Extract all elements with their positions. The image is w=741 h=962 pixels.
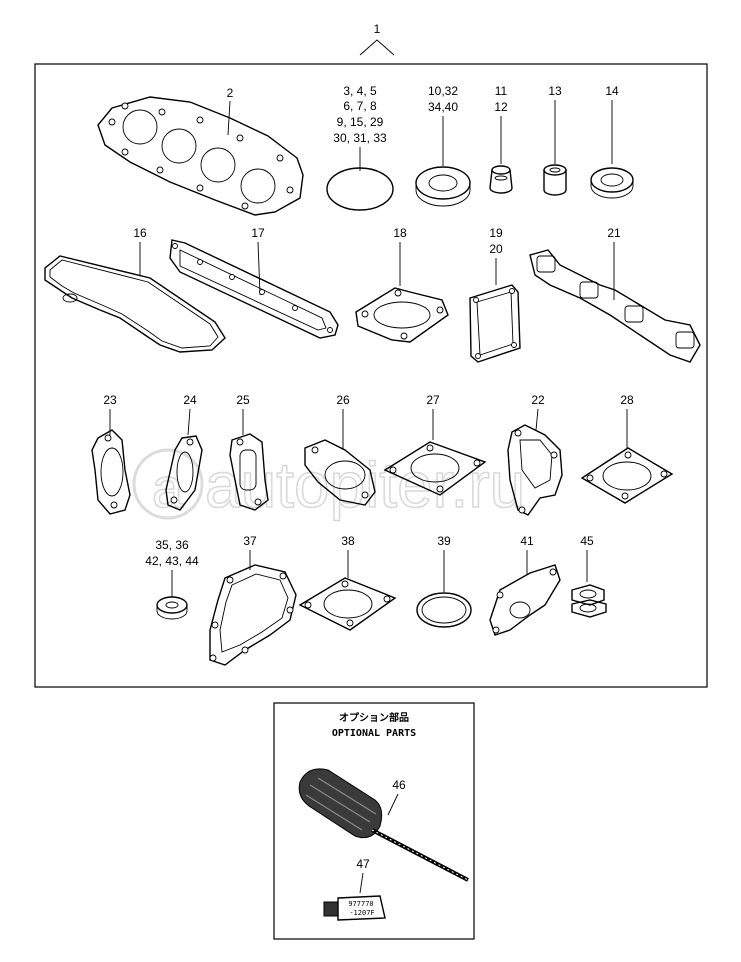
- part-35-seal: 35, 36 42, 43, 44: [145, 538, 199, 620]
- svg-text:42, 43, 44: 42, 43, 44: [145, 554, 199, 568]
- part-45-seal-rings: 45: [571, 534, 607, 618]
- svg-text:14: 14: [605, 84, 619, 98]
- part-17-manifold-gasket: 17: [169, 226, 339, 339]
- svg-text:9, 15, 29: 9, 15, 29: [337, 115, 384, 129]
- optional-parts-box: オプション部品 OPTIONAL PARTS 46 47 977770 -120…: [273, 702, 475, 940]
- svg-text:10,32: 10,32: [428, 84, 458, 98]
- svg-text:39: 39: [437, 534, 451, 548]
- svg-text:24: 24: [183, 393, 197, 407]
- svg-text:13: 13: [548, 84, 562, 98]
- svg-text:25: 25: [236, 393, 250, 407]
- svg-text:38: 38: [341, 534, 355, 548]
- part-47-tube: 47 977770 -1207F: [323, 857, 386, 921]
- svg-text:34,40: 34,40: [428, 100, 458, 114]
- svg-text:37: 37: [243, 534, 257, 548]
- part-10-seal: 10,32 34,40: [415, 84, 471, 207]
- svg-text:11: 11: [495, 84, 508, 98]
- part-46-cylinder-hone: 46: [298, 768, 469, 882]
- part-16-cover-gasket: 16: [44, 226, 226, 353]
- part-label-1: 1: [374, 22, 381, 36]
- part-2-head-gasket: 2: [97, 86, 304, 216]
- svg-text:-1207F: -1207F: [349, 909, 374, 917]
- part-25-gasket: 25: [229, 393, 269, 511]
- part-22-gasket: 22: [507, 393, 563, 516]
- part-3-oring: 3, 4, 5 6, 7, 8 9, 15, 29 30, 31, 33: [326, 84, 394, 211]
- optional-title-jp: オプション部品: [339, 711, 409, 724]
- svg-text:22: 22: [531, 393, 545, 407]
- svg-text:3, 4, 5: 3, 4, 5: [343, 84, 377, 98]
- kit-callout: 1: [34, 22, 708, 688]
- part-11-valve-seal: 11 12: [489, 84, 513, 194]
- svg-text:12: 12: [494, 100, 508, 114]
- part-23-gasket: 23: [91, 393, 131, 515]
- part-37-pump-gasket: 37: [209, 534, 297, 666]
- svg-text:21: 21: [607, 226, 621, 240]
- svg-text:20: 20: [489, 242, 503, 256]
- svg-text:30, 31, 33: 30, 31, 33: [333, 131, 387, 145]
- part-18-square-gasket: 18: [355, 226, 449, 343]
- svg-text:16: 16: [133, 226, 147, 240]
- part-39-oring: 39: [416, 534, 472, 628]
- svg-text:47: 47: [356, 857, 370, 871]
- svg-text:27: 27: [426, 393, 440, 407]
- part-14-washer: 14: [590, 84, 634, 199]
- part-13-sleeve: 13: [543, 84, 567, 196]
- svg-text:45: 45: [580, 534, 594, 548]
- part-38-square-gasket: 38: [298, 534, 397, 631]
- svg-text:977770: 977770: [348, 900, 373, 908]
- part-21-exhaust-gasket: 21: [529, 226, 701, 363]
- svg-text:19: 19: [489, 226, 503, 240]
- svg-text:23: 23: [103, 393, 117, 407]
- watermark: a autopiter.ru: [132, 448, 526, 522]
- svg-text:41: 41: [520, 534, 534, 548]
- part-41-gasket: 41: [489, 534, 561, 636]
- svg-text:17: 17: [251, 226, 265, 240]
- optional-title-en: OPTIONAL PARTS: [332, 728, 416, 739]
- part-28-diamond-gasket: 28: [580, 393, 674, 504]
- svg-text:35, 36: 35, 36: [155, 538, 189, 552]
- kit-frame: [34, 63, 708, 688]
- part-27-diamond-gasket: 27: [383, 393, 487, 496]
- part-26-gasket: 26: [304, 393, 376, 506]
- svg-text:18: 18: [393, 226, 407, 240]
- svg-text:28: 28: [620, 393, 634, 407]
- watermark-text: autopiter.ru: [205, 449, 525, 521]
- part-19-plate-gasket: 19 20: [469, 226, 521, 363]
- svg-text:46: 46: [392, 778, 406, 792]
- svg-text:2: 2: [227, 86, 234, 100]
- part-24-gasket: 24: [165, 393, 203, 511]
- svg-text:6, 7, 8: 6, 7, 8: [343, 99, 377, 113]
- svg-text:26: 26: [336, 393, 350, 407]
